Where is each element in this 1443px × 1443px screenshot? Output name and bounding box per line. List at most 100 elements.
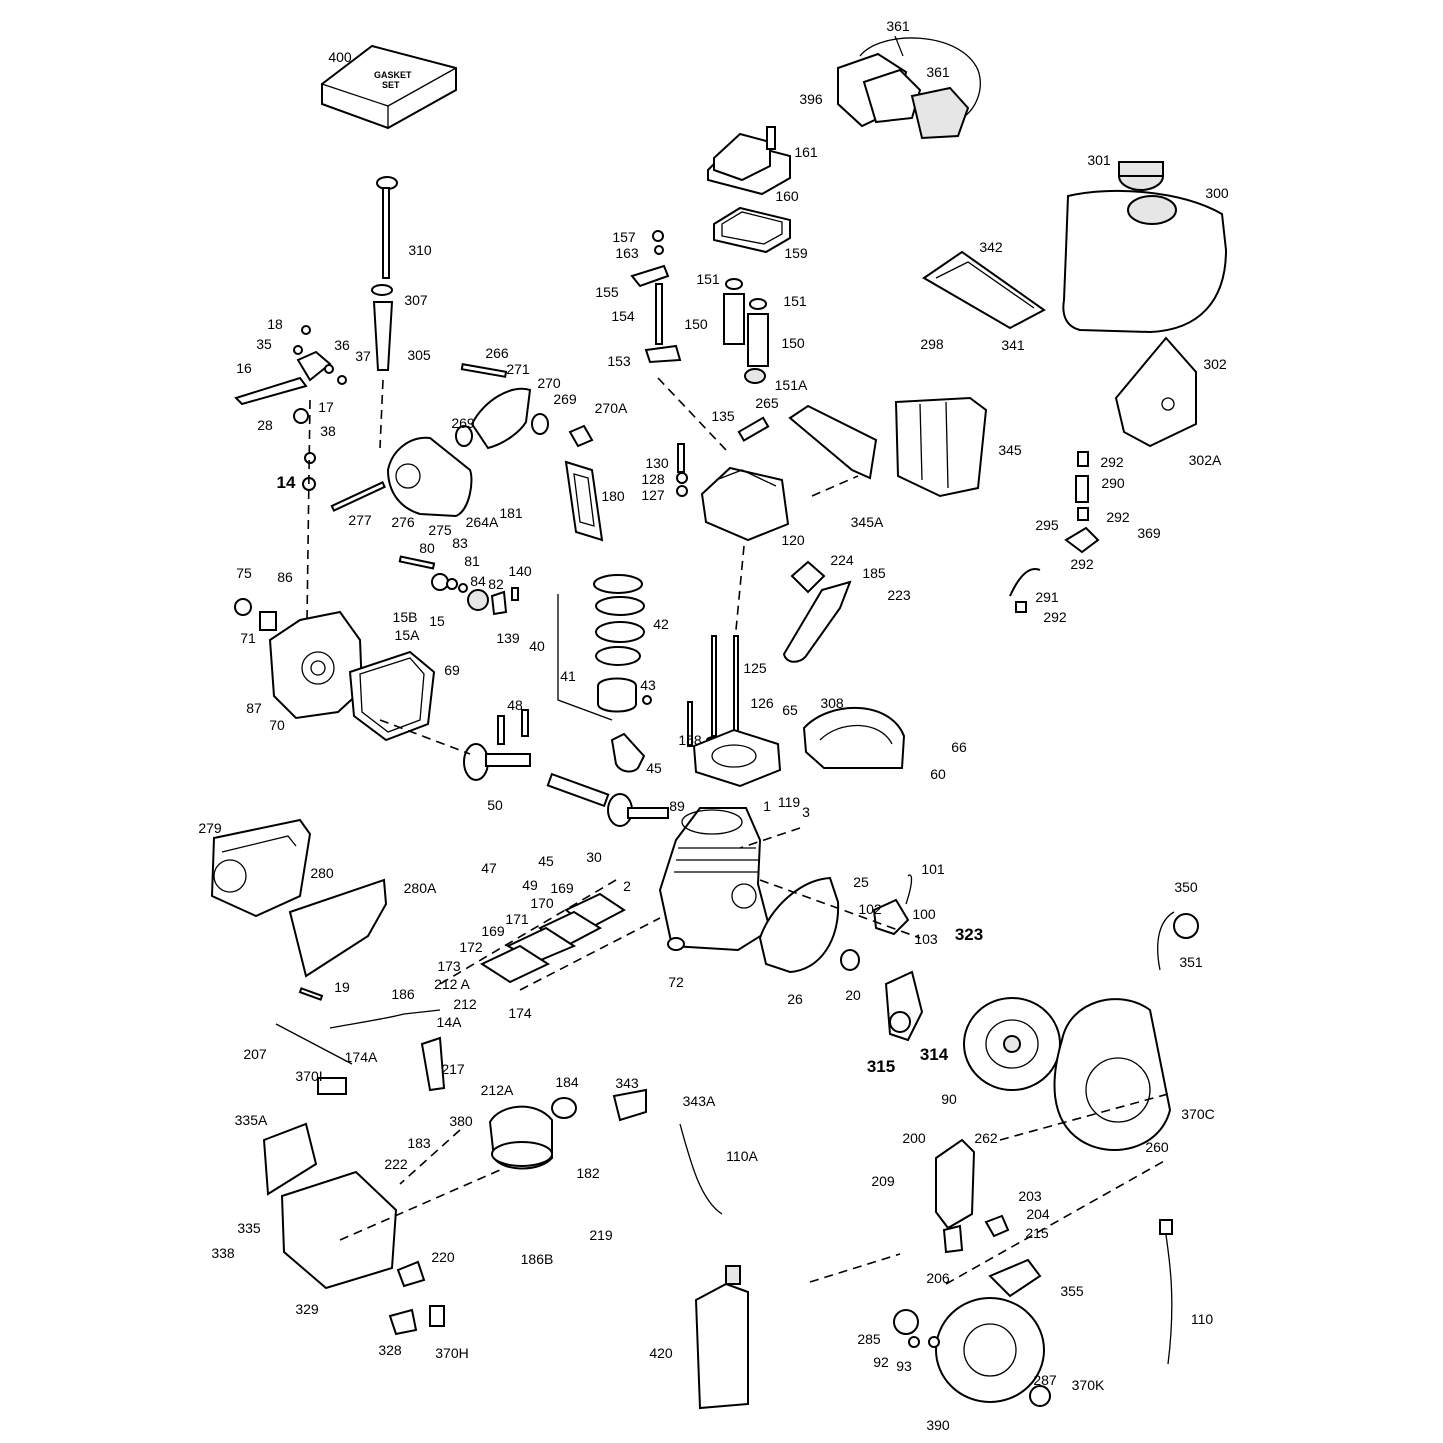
part-label: 323 bbox=[955, 925, 983, 944]
governor-linkage bbox=[234, 325, 347, 621]
part-label: 396 bbox=[799, 91, 823, 107]
part-label: 420 bbox=[649, 1345, 673, 1361]
part-label: 305 bbox=[407, 347, 431, 363]
part-label: 342 bbox=[979, 239, 1003, 255]
part-label: 355 bbox=[1060, 1283, 1084, 1299]
part-label: 285 bbox=[857, 1331, 881, 1347]
part-label: 26 bbox=[787, 991, 803, 1007]
part-label: 157 bbox=[612, 229, 636, 245]
part-label: 161 bbox=[794, 144, 818, 160]
part-label: 345 bbox=[998, 442, 1022, 458]
breather-cover bbox=[758, 876, 840, 974]
part-label: 80 bbox=[419, 540, 435, 556]
part-label: 155 bbox=[595, 284, 619, 300]
head-air-cover bbox=[788, 404, 878, 497]
part-label: 120 bbox=[781, 532, 805, 548]
part-label: 72 bbox=[668, 974, 684, 990]
part-label: 335 bbox=[237, 1220, 261, 1236]
gasket-set-box: GASKET SET bbox=[321, 44, 457, 130]
part-label: 15B bbox=[393, 609, 418, 625]
part-label: 300 bbox=[1205, 185, 1229, 201]
part-label: 181 bbox=[499, 505, 523, 521]
part-label: 127 bbox=[641, 487, 665, 503]
cylinder-baffle bbox=[894, 396, 988, 498]
part-label: 171 bbox=[505, 911, 529, 927]
tank-bracket bbox=[922, 250, 1046, 330]
part-label: 361 bbox=[926, 64, 950, 80]
part-label: 37 bbox=[355, 348, 371, 364]
part-label: 200 bbox=[902, 1130, 926, 1146]
crankcase-cover bbox=[234, 598, 436, 742]
part-label: 182 bbox=[576, 1165, 600, 1181]
rewind-starter bbox=[809, 1253, 1051, 1407]
part-label: 1 bbox=[763, 798, 771, 814]
assembly-paths bbox=[339, 719, 1169, 1285]
part-label: 42 bbox=[653, 616, 669, 632]
part-label: 172 bbox=[459, 939, 483, 955]
part-label: 380 bbox=[449, 1113, 473, 1129]
part-label: 270 bbox=[537, 375, 561, 391]
part-label: 302A bbox=[1189, 452, 1222, 468]
governor-control-assembly bbox=[837, 35, 981, 140]
part-label: 310 bbox=[408, 242, 432, 258]
part-label: 49 bbox=[522, 877, 538, 893]
part-label: 223 bbox=[887, 587, 911, 603]
part-label: 81 bbox=[464, 553, 480, 569]
part-label: 93 bbox=[896, 1358, 912, 1374]
part-label: 151A bbox=[775, 377, 808, 393]
part-label: 292 bbox=[1043, 609, 1067, 625]
part-label: 3 bbox=[802, 804, 810, 820]
part-label: 43 bbox=[640, 677, 656, 693]
part-label: 158 bbox=[678, 732, 702, 748]
part-label: 16 bbox=[236, 360, 252, 376]
fuel-pump-line bbox=[612, 1088, 723, 1215]
part-label: 153 bbox=[607, 353, 631, 369]
part-label: 224 bbox=[830, 552, 854, 568]
part-label: 14A bbox=[437, 1014, 463, 1030]
part-label: 119 bbox=[778, 794, 801, 810]
part-label: 170 bbox=[530, 895, 554, 911]
part-label: 82 bbox=[488, 576, 504, 592]
part-label: 173 bbox=[437, 958, 461, 974]
part-label: 329 bbox=[295, 1301, 319, 1317]
flywheel bbox=[963, 997, 1061, 1091]
part-label: 212 bbox=[453, 996, 477, 1012]
part-label: 89 bbox=[669, 798, 685, 814]
part-label: 28 bbox=[257, 417, 273, 433]
fuel-tank-shield bbox=[1114, 336, 1197, 448]
part-label: 110A bbox=[726, 1148, 758, 1164]
part-label: 301 bbox=[1087, 152, 1111, 168]
part-label: 160 bbox=[775, 188, 799, 204]
part-label: 14 bbox=[277, 473, 296, 492]
part-label: 70 bbox=[269, 717, 285, 733]
part-label: 186B bbox=[521, 1251, 554, 1267]
part-label: 69 bbox=[444, 662, 460, 678]
exhaust-deflector bbox=[455, 363, 594, 450]
part-label: 100 bbox=[912, 906, 936, 922]
cylinder-shield bbox=[802, 707, 906, 769]
cylinder-block bbox=[658, 807, 772, 952]
governor-gear bbox=[398, 555, 519, 616]
part-label: 302 bbox=[1203, 356, 1227, 372]
part-label: 212 A bbox=[434, 976, 470, 992]
part-label: 128 bbox=[641, 471, 665, 487]
part-label: 130 bbox=[645, 455, 669, 471]
part-label: 125 bbox=[743, 660, 767, 676]
part-label: 343A bbox=[683, 1093, 716, 1109]
part-label: 270A bbox=[595, 400, 628, 416]
part-label: 151 bbox=[696, 271, 720, 287]
ignition-module bbox=[872, 874, 924, 1042]
part-label: 370C bbox=[1181, 1106, 1214, 1122]
part-label: 307 bbox=[404, 292, 428, 308]
part-label: 292 bbox=[1070, 556, 1094, 572]
part-label: 83 bbox=[452, 535, 468, 551]
air-cleaner-box bbox=[262, 1077, 445, 1336]
part-label: 87 bbox=[246, 700, 262, 716]
piston-and-rings bbox=[557, 574, 652, 721]
part-label: 135 bbox=[711, 408, 735, 424]
part-label: 370H bbox=[435, 1345, 468, 1361]
part-label: 220 bbox=[431, 1249, 455, 1265]
part-label: 186 bbox=[391, 986, 415, 1002]
